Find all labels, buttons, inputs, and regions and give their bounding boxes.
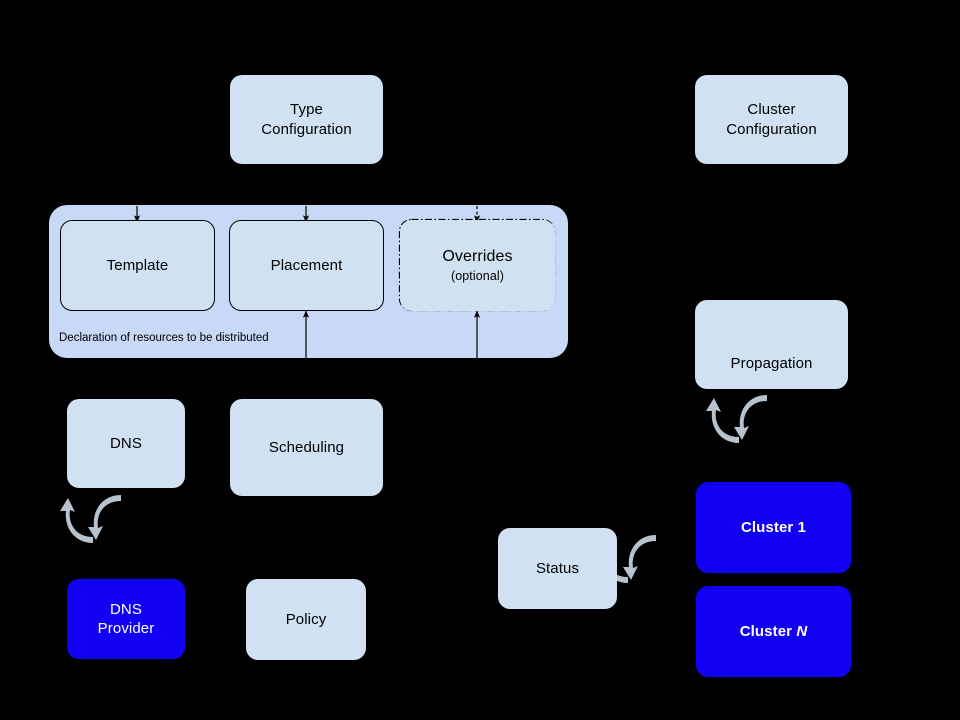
node-scheduling[interactable]: Scheduling (230, 399, 383, 496)
node-template-label: Template (106, 256, 169, 274)
node-overrides[interactable]: Overrides (optional) (400, 220, 555, 311)
node-cluster-configuration-label: Cluster Configuration (726, 101, 817, 138)
node-cluster-n-label: Cluster N (740, 622, 808, 641)
node-dns[interactable]: DNS (67, 399, 185, 488)
node-propagation[interactable]: Propagation (695, 300, 848, 389)
sync-icon-propagation (706, 395, 767, 443)
node-template[interactable]: Template (60, 220, 215, 311)
node-scheduling-label: Scheduling (268, 438, 345, 456)
sync-icon-dns (60, 495, 121, 543)
node-cluster-n[interactable]: Cluster N (696, 586, 851, 677)
node-overrides-label: Overrides (442, 248, 513, 266)
node-policy[interactable]: Policy (246, 579, 366, 660)
node-overrides-sublabel: (optional) (450, 268, 505, 283)
node-cluster-1[interactable]: Cluster 1 (696, 482, 851, 573)
node-status-label: Status (535, 559, 580, 577)
node-status[interactable]: Status (498, 528, 617, 609)
node-type-configuration[interactable]: Type Configuration (230, 75, 383, 164)
node-cluster-n-prefix: Cluster (739, 622, 797, 640)
node-placement[interactable]: Placement (229, 220, 384, 311)
node-policy-label: Policy (285, 610, 327, 628)
node-dns-label: DNS (110, 434, 142, 452)
group-caption: Declaration of resources to be distribut… (59, 332, 269, 344)
node-propagation-label: Propagation (730, 354, 813, 372)
node-cluster-n-suffix: N (796, 622, 808, 640)
node-dns-provider[interactable]: DNS Provider (67, 579, 185, 659)
node-type-configuration-label: Type Configuration (261, 101, 352, 138)
node-cluster-configuration[interactable]: Cluster Configuration (695, 75, 848, 164)
node-dns-provider-label: DNS Provider (97, 600, 155, 637)
node-cluster-1-label: Cluster 1 (740, 518, 807, 536)
node-placement-label: Placement (270, 256, 343, 274)
